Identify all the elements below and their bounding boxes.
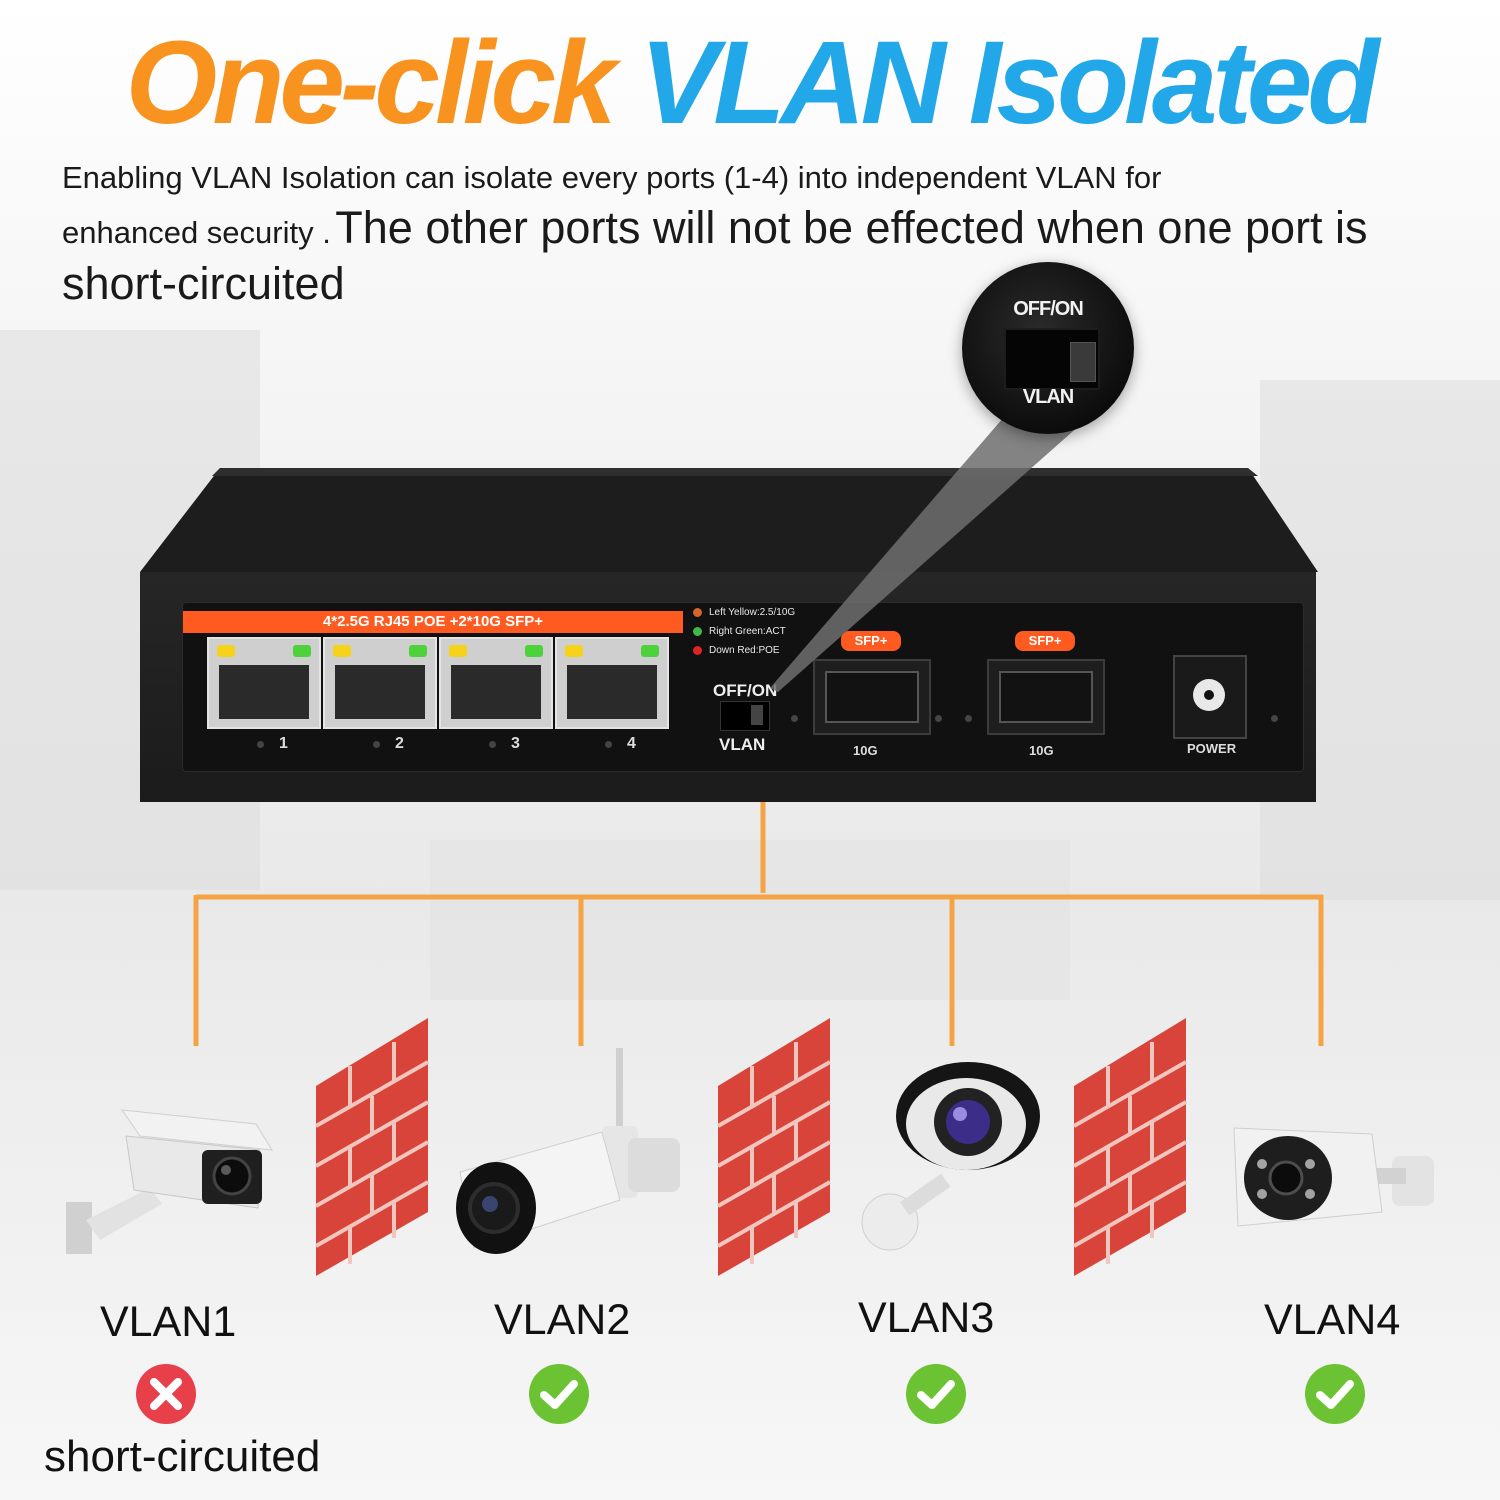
rj45-port-3[interactable] (439, 637, 553, 729)
zoom-switch-slot (1004, 328, 1100, 390)
port-number: 1 (279, 735, 288, 752)
switch-label-vlan: VLAN (719, 735, 766, 754)
vlan-label: VLAN4 (1264, 1296, 1401, 1344)
port-number: 4 (627, 735, 636, 752)
legend-row: Right Green:ACT (693, 622, 795, 641)
ok-check-icon (527, 1362, 591, 1426)
fail-x-icon (134, 1362, 198, 1426)
title-part-one: One-click (125, 17, 617, 149)
description-line-1: Enabling VLAN Isolation can isolate ever… (62, 160, 1162, 195)
switch-front-panel: 4*2.5G RJ45 POE +2*10G SFP+ 1 2 3 4 Left… (140, 572, 1316, 802)
poe-led (605, 741, 612, 748)
rj45-socket (567, 665, 657, 719)
description: Enabling VLAN Isolation can isolate ever… (62, 156, 1462, 312)
title-part-two: VLAN Isolated (639, 17, 1380, 149)
activity-led (525, 645, 543, 657)
power-socket (1193, 679, 1225, 711)
vlan-label: VLAN1 (100, 1298, 237, 1346)
rj45-port-2[interactable] (323, 637, 437, 729)
sfp-cage (825, 671, 919, 723)
poe-led (373, 741, 380, 748)
port-banner: 4*2.5G RJ45 POE +2*10G SFP+ (183, 611, 683, 633)
port-panel: 4*2.5G RJ45 POE +2*10G SFP+ 1 2 3 4 Left… (182, 602, 1304, 772)
activity-led (409, 645, 427, 657)
switch-label-offon: OFF/ON (713, 681, 778, 700)
legend-text: Left Yellow:2.5/10G (709, 607, 796, 618)
power-led (1271, 715, 1278, 722)
vlan-toggle-switch[interactable] (720, 701, 770, 731)
firewall-icon (1073, 1018, 1187, 1276)
description-emphasis: The other ports will not be effected whe… (62, 202, 1368, 309)
legend-dot (693, 627, 702, 636)
speed-led (333, 645, 351, 657)
sfp-speed-label: 10G (853, 743, 878, 758)
vlan-label: VLAN3 (858, 1294, 995, 1342)
page-title: One-click VLAN Isolated (0, 18, 1500, 148)
rj45-port-4[interactable] (555, 637, 669, 729)
sfp-port-2[interactable] (987, 659, 1105, 735)
led-legend: Left Yellow:2.5/10G Right Green:ACT Down… (693, 603, 795, 660)
status-led (965, 715, 972, 722)
sfp-tag: SFP+ (1015, 631, 1075, 651)
rj45-socket (335, 665, 425, 719)
legend-row: Left Yellow:2.5/10G (693, 603, 795, 622)
rj45-port-1[interactable] (207, 637, 321, 729)
ir-bullet-camera-icon (1233, 1127, 1434, 1227)
port-number: 2 (395, 735, 404, 752)
sfp-speed-label: 10G (1029, 743, 1054, 758)
short-circuit-note: short-circuited (44, 1432, 321, 1481)
legend-text: Right Green:ACT (709, 626, 786, 637)
zoom-label-offon: OFF/ON (1013, 298, 1084, 320)
power-label: POWER (1187, 741, 1237, 756)
speed-led (217, 645, 235, 657)
rj45-socket (451, 665, 541, 719)
vlan-label: VLAN2 (494, 1296, 631, 1344)
bullet-camera-icon (456, 1048, 680, 1254)
box-camera-icon (66, 1109, 273, 1254)
status-led (935, 715, 942, 722)
activity-led (293, 645, 311, 657)
toggle-knob (751, 705, 763, 725)
legend-dot (693, 608, 702, 617)
ok-check-icon (1303, 1362, 1367, 1426)
zoom-label-vlan: VLAN (1022, 386, 1074, 408)
poe-led (257, 741, 264, 748)
zoom-switch-knob (1070, 342, 1096, 382)
sfp-cage (999, 671, 1093, 723)
legend-dot (693, 646, 702, 655)
bg-building (430, 840, 1070, 1000)
sfp-tag: SFP+ (841, 631, 901, 651)
speed-led (449, 645, 467, 657)
port-number: 3 (511, 735, 520, 752)
switch-top-panel (140, 468, 1318, 572)
sfp-port-1[interactable] (813, 659, 931, 735)
dome-camera-icon (861, 1062, 1040, 1251)
legend-row: Down Red:POE (693, 641, 795, 660)
poe-led (489, 741, 496, 748)
vlan-switch-zoom: OFF/ON VLAN (962, 262, 1134, 434)
status-led (791, 715, 798, 722)
activity-led (641, 645, 659, 657)
description-line-2: enhanced security . (62, 215, 331, 250)
power-jack[interactable] (1173, 655, 1247, 739)
speed-led (565, 645, 583, 657)
firewall-icon (717, 1018, 831, 1276)
legend-text: Down Red:POE (709, 645, 780, 656)
ok-check-icon (904, 1362, 968, 1426)
firewall-icon (315, 1018, 429, 1276)
rj45-socket (219, 665, 309, 719)
